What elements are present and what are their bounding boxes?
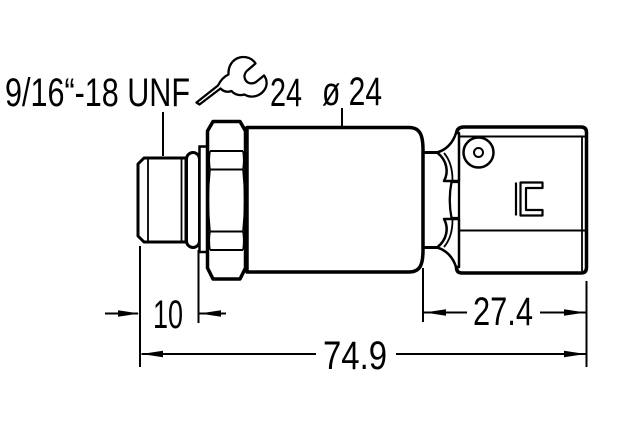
dim-overall-length-text: 74.9 [323, 334, 387, 378]
dim-connector-length-text: 27.4 [473, 290, 533, 334]
dim-thread-length-text: 10 [153, 293, 183, 337]
dimension-overall-length: 74.9 [141, 334, 586, 378]
lower-latch [435, 217, 461, 269]
dimension-thread-length: 10 [105, 293, 226, 337]
upper-latch [435, 131, 461, 183]
latch-tongue [448, 180, 461, 220]
wrench-icon [195, 55, 268, 106]
o-ring [185, 151, 201, 249]
sensor-body [245, 125, 425, 274]
locking-pin-circle [462, 136, 495, 169]
dimension-connector-length: 27.4 [424, 290, 586, 334]
wrench-size-label: 24 [270, 71, 302, 115]
diameter-label: ø 24 [322, 70, 382, 114]
thread-stud [136, 156, 188, 244]
connector-key-symbol [514, 181, 544, 217]
thread-label: 9/16“-18 UNF [5, 71, 190, 115]
hex-nut [205, 119, 248, 281]
